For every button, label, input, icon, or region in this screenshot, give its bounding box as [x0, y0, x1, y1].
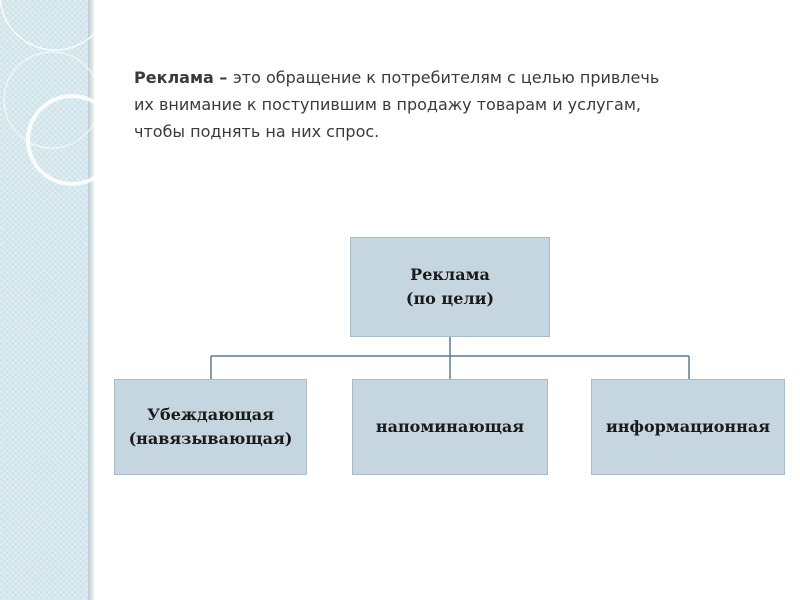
diagram-child-box-persuasive: Убеждающая (навязывающая): [114, 379, 307, 475]
diagram-root-box: Реклама (по цели): [350, 237, 550, 337]
definition-line-1: это обращение к потребителям с целью при…: [232, 68, 660, 87]
deco-circle-top: [0, 0, 100, 51]
root-label-line-2: (по цели): [405, 289, 495, 308]
diagram-child-box-informational: информационная: [591, 379, 785, 475]
decorative-side-panel: [0, 0, 88, 600]
child-1-label-line-2: (навязывающая): [128, 429, 293, 448]
side-panel-edge: [88, 0, 94, 600]
diagram-child-box-reminding: напоминающая: [352, 379, 548, 475]
deco-circle-thin: [3, 51, 100, 149]
root-label-line-1: Реклама: [410, 265, 490, 284]
definition-line-3: чтобы поднять на них спрос.: [134, 122, 380, 141]
child-2-label: напоминающая: [375, 417, 525, 436]
definition-term: Реклама: [134, 68, 214, 87]
child-3-label: информационная: [605, 417, 771, 436]
decorative-circles: [0, 0, 100, 186]
definition-separator: –: [213, 68, 233, 87]
deco-circle-middle: [26, 94, 100, 186]
definition-line-2: их внимание к поступившим в продажу това…: [134, 95, 642, 114]
definition-text: Реклама – это обращение к потребителям с…: [134, 64, 764, 145]
child-1-label-line-1: Убеждающая: [147, 405, 274, 424]
